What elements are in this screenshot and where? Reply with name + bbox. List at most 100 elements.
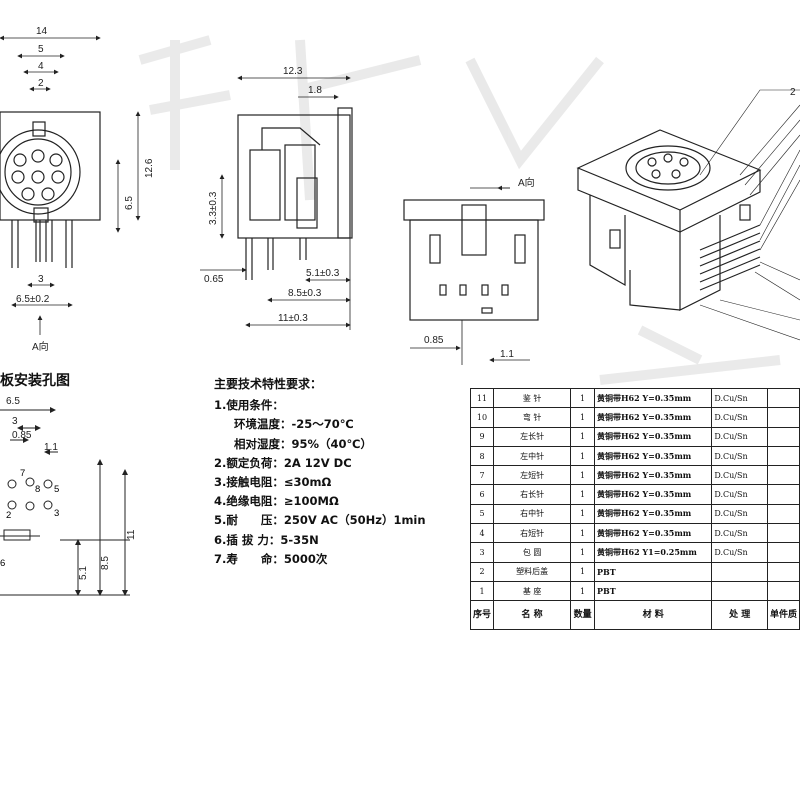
spec-line: 7.寿 命：5000次	[214, 551, 328, 566]
bom-cell-name: 基 座	[493, 580, 572, 602]
bom-cell-no: 4	[469, 523, 495, 544]
bom-cell-name: 包 圆	[493, 542, 572, 563]
bom-cell-qty: 1	[570, 465, 595, 486]
bom-cell-name: 左短针	[493, 465, 572, 486]
isometric-leader-lines	[699, 89, 800, 341]
bom-cell-qty: 1	[570, 387, 595, 409]
pcb-layout-title: 板安装孔图	[0, 373, 70, 389]
bom-cell-process: D.Cu/Sn	[711, 407, 768, 428]
bom-header-no: 序号	[469, 600, 495, 631]
bom-cell-extra	[766, 580, 800, 602]
bom-cell-extra	[766, 387, 800, 409]
bom-cell-name: 鉴 针	[493, 387, 572, 409]
front-view-dimensions	[0, 35, 141, 335]
side-view-dimensions	[200, 75, 351, 330]
dim-5-1: 5.1±0.3	[306, 268, 340, 279]
bom-cell-qty: 1	[570, 561, 595, 582]
bom-cell-material: 黄铜带H62 Y=0.35mm	[593, 407, 713, 428]
bom-cell-process	[711, 561, 768, 582]
dim-8-5: 8.5±0.3	[288, 288, 322, 299]
hole-8: 8	[35, 484, 40, 495]
bom-cell-process: D.Cu/Sn	[711, 542, 768, 563]
bom-cell-qty: 1	[570, 523, 595, 544]
bom-cell-qty: 1	[570, 407, 595, 428]
bom-cell-no: 2	[469, 561, 495, 582]
side-view	[237, 107, 353, 280]
bom-cell-material: 黄铜带H62 Y=0.35mm	[593, 503, 713, 525]
bom-cell-qty: 1	[570, 445, 595, 467]
bom-header-process: 处 理	[711, 600, 768, 631]
bom-cell-no: 1	[469, 580, 495, 602]
bom-cell-process: D.Cu/Sn	[711, 484, 768, 505]
bom-cell-name: 左中针	[493, 445, 572, 467]
bom-cell-no: 9	[469, 426, 495, 447]
spec-block: 主要技术特性要求： 1.使用条件： 环境温度：-25～70℃ 相对湿度：95%（…	[214, 375, 464, 569]
pcb-dim-5-1: 5.1	[78, 566, 89, 580]
dim-14: 14	[36, 26, 48, 37]
dim-4: 4	[38, 61, 44, 72]
view-label-a: A向	[32, 340, 49, 353]
bom-cell-process	[711, 580, 768, 602]
pcb-layout	[0, 407, 130, 596]
bom-cell-qty: 1	[570, 426, 595, 447]
dim-6-5-pm: 6.5±0.2	[16, 294, 50, 305]
pcb-layout-labels: 6.5 3 0.85 1.1 8.5 5.1 11 7 8 5 2 3 6	[0, 396, 137, 580]
bom-cell-no: 10	[469, 407, 495, 428]
bom-cell-material: PBT	[593, 561, 713, 582]
dim-1-8: 1.8	[308, 85, 322, 96]
front-view	[0, 111, 101, 268]
bom-cell-extra	[766, 503, 800, 525]
bom-cell-name: 右中针	[493, 503, 572, 525]
bottom-view-dimensions	[410, 185, 530, 365]
spec-line: 5.耐 压：250V AC（50Hz）1min	[214, 513, 426, 528]
dim-5: 5	[38, 44, 44, 55]
spec-line: 环境温度：-25～70℃	[234, 417, 354, 432]
bom-cell-material: 黄铜带H62 Y=0.35mm	[593, 484, 713, 505]
edge-number: 6	[0, 558, 5, 569]
spec-line: 6.插 拔 力：5-35N	[214, 532, 319, 547]
dim-1-1: 1.1	[500, 349, 514, 360]
bom-cell-extra	[766, 484, 800, 505]
side-view-labels: 12.3 1.8 3.3±0.3 0.65 5.1±0.3 8.5±0.3 11…	[204, 66, 340, 324]
bom-cell-material: 黄铜带H62 Y1=0.25mm	[593, 542, 713, 563]
dim-11: 11±0.3	[278, 313, 308, 324]
bom-cell-no: 6	[469, 484, 495, 505]
dim-3: 3	[38, 274, 44, 285]
spec-line: 1.使用条件：	[214, 398, 284, 413]
bom-cell-extra	[766, 426, 800, 447]
bom-cell-extra	[766, 465, 800, 486]
bom-cell-no: 3	[469, 542, 495, 563]
bottom-view	[403, 199, 545, 321]
spec-line: 3.接触电阻：≤30mΩ	[214, 475, 332, 490]
bom-cell-name: 塑料后盖	[493, 561, 572, 582]
pcb-dim-3: 3	[12, 416, 18, 427]
bom-header-row: 序号名 称数量材 料处 理单件质	[469, 600, 800, 631]
bom-cell-process: D.Cu/Sn	[711, 445, 768, 467]
spec-title: 主要技术特性要求：	[214, 377, 323, 391]
bom-cell-process: D.Cu/Sn	[711, 465, 768, 486]
bom-cell-extra	[766, 561, 800, 582]
pcb-dim-0-85: 0.85	[12, 430, 32, 441]
bom-header-extra: 单件质	[766, 600, 800, 631]
bom-cell-no: 11	[469, 387, 495, 409]
bom-cell-material: 黄铜带H62 Y=0.35mm	[593, 465, 713, 486]
pcb-dim-6-5: 6.5	[6, 396, 20, 407]
isometric-view	[576, 129, 762, 311]
bom-cell-extra	[766, 523, 800, 544]
hole-2: 2	[6, 510, 11, 521]
hole-5: 5	[54, 484, 59, 495]
bom-header-qty: 数量	[570, 600, 595, 631]
bom-cell-process: D.Cu/Sn	[711, 426, 768, 447]
dim-2: 2	[38, 78, 44, 89]
bom-cell-no: 8	[469, 445, 495, 467]
